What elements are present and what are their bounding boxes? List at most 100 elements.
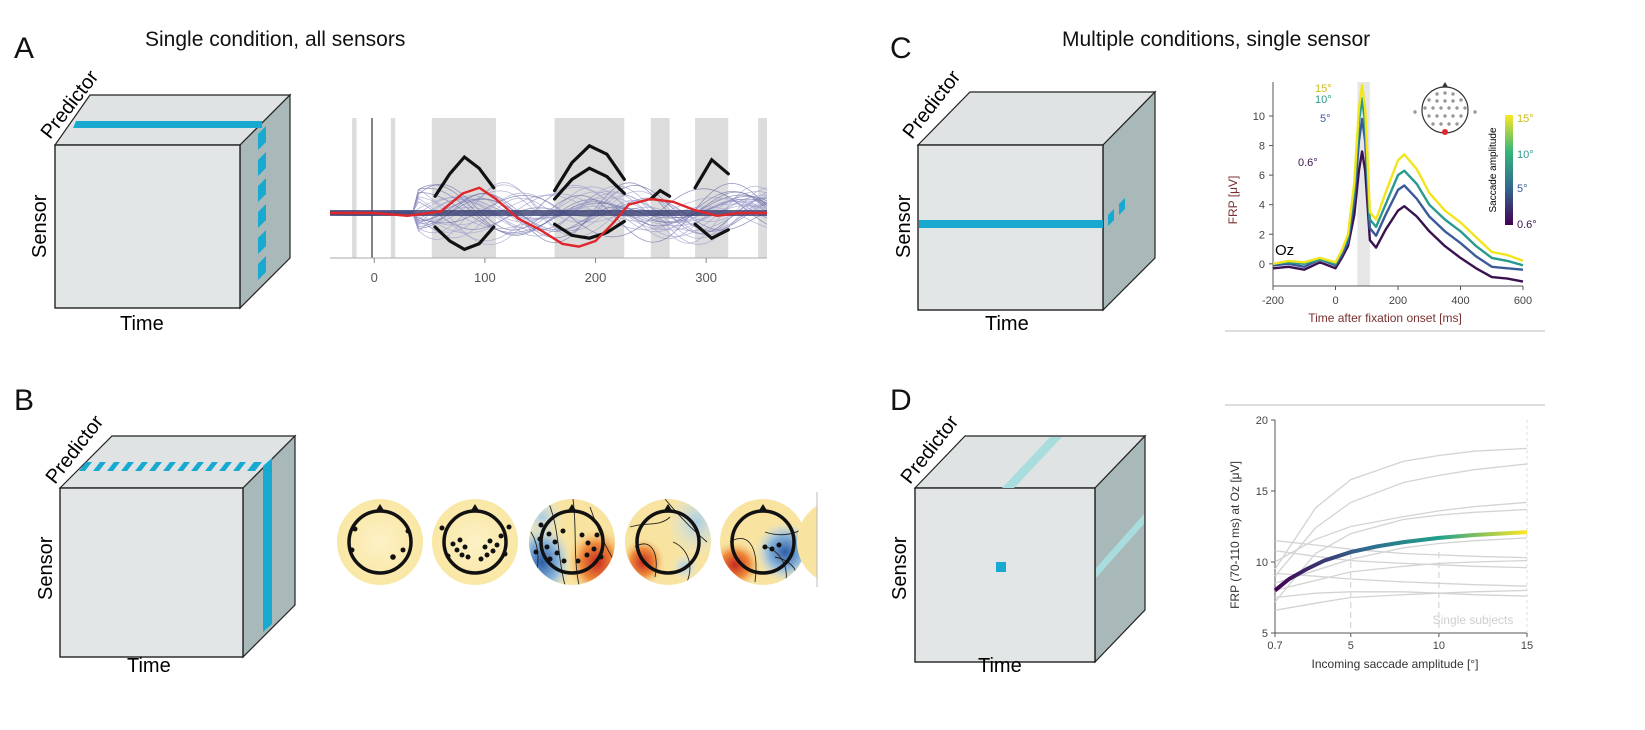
butterfly-plot: 0 100 200 300 [330,118,768,285]
sensor-faint-band [1096,514,1144,578]
cube-b: Predictor Sensor Time [35,411,297,677]
topoplot-3 [529,499,615,585]
predictor-highlight-bar [73,121,262,128]
condition-stripe [1108,198,1125,226]
panel-letter-a: A [14,32,35,65]
cube-front-face [59,487,244,658]
single-subject-line [1274,559,1528,592]
single-cell-highlight [996,562,1006,572]
sensor-highlight-bar [919,220,1103,228]
colorbar [1505,115,1513,225]
frp-plot: -200 0 200 400 600 0 2 4 6 8 10 Oz Saccade amplitu… [1225,82,1545,332]
x-axis-label: Time after fixation onset [ms] [1308,311,1462,325]
y-axis-label: FRP (70-110 ms) at Oz [μV] [1228,461,1242,609]
y-tick-label: 4 [1259,200,1265,212]
single-subject-line [1274,589,1528,611]
x-tick-label: 5 [1348,640,1354,652]
x-tick-label: -200 [1262,295,1284,307]
frp-series-line [1272,117,1524,271]
cube-sensor-label: Sensor [893,194,915,258]
cube-time-label: Time [978,655,1022,677]
head-inset-icon [1413,82,1477,135]
panel-a-heading: Single condition, all sensors [145,28,406,51]
significance-window [352,118,357,258]
colorbar-tick: 0.6° [1517,219,1537,231]
cube-time-label: Time [127,655,171,677]
colorbar-title: Saccade amplitude [1488,127,1499,212]
series-label: 0.6° [1298,157,1318,169]
y-tick-label: 5 [1262,628,1268,640]
average-line [1273,530,1528,592]
frp-series-line [1272,97,1524,267]
single-subject-line [1274,501,1528,563]
significant-sensor-trace [693,157,730,190]
single-subject-line [1274,591,1528,599]
single-subjects-annotation: Single subjects [1433,613,1514,627]
y-tick-label: 10 [1253,111,1265,123]
x-tick-label: 200 [1389,295,1407,307]
x-tick-label: 0.7 [1267,640,1282,652]
cube-sensor-label: Sensor [29,194,51,258]
x-tick-label: 15 [1521,640,1533,652]
x-tick-label: 0 [371,270,378,285]
topoplot-6 [797,503,820,581]
x-tick-label: 10 [1433,640,1445,652]
series-label: 10° [1315,94,1332,106]
x-tick-label: 600 [1514,295,1532,307]
topoplot-4 [625,499,711,585]
colorbar-tick: 10° [1517,149,1534,161]
x-tick-label: 100 [474,270,496,285]
significant-sensor-trace [433,154,496,198]
topoplot-2 [432,499,518,585]
y-tick-label: 20 [1256,415,1268,427]
cube-c: Predictor Sensor Time [893,66,1157,335]
single-subject-line [1274,447,1528,570]
y-tick-label: 2 [1259,229,1265,241]
cube-time-label: Time [120,313,164,335]
y-tick-label: 0 [1259,259,1265,271]
global-mean-line [330,186,767,248]
cube-a: Predictor Sensor Time [29,66,292,335]
cube-d: Predictor Sensor Time [889,411,1147,677]
sensor-label: Oz [1275,242,1294,259]
y-tick-label: 8 [1259,141,1265,153]
y-tick-label: 6 [1259,170,1265,182]
panel-letter-d: D [890,384,912,417]
cube-front-face [914,487,1096,663]
predictor-faint-band [1002,437,1062,488]
significant-sensor-trace [553,219,626,240]
significant-sensor-trace [553,143,626,193]
significant-sensor-trace [649,188,672,201]
single-subject-line [1274,549,1528,569]
panel-c-heading: Multiple conditions, single sensor [1062,28,1371,51]
cube-time-label: Time [985,313,1029,335]
topoplot-1 [337,499,423,585]
single-subject-line [1274,540,1528,559]
frp-series-line [1272,83,1524,265]
frp-series-line [1272,150,1524,283]
y-axis-label: FRP [μV] [1226,176,1240,225]
x-tick-label: 0 [1332,295,1338,307]
colorbar-tick: 5° [1517,183,1528,195]
significant-sensor-trace [553,166,626,201]
series-label: 5° [1320,113,1331,125]
significant-sensor-trace [433,225,496,252]
x-tick-label: 300 [695,270,717,285]
single-subject-line [1274,537,1528,584]
cube-sensor-label: Sensor [889,536,911,600]
sensor-striped-bar [258,126,266,280]
cube-front-face [54,144,241,309]
x-axis-label: Incoming saccade amplitude [°] [1312,657,1479,671]
panel-letter-c: C [890,32,912,65]
x-tick-label: 200 [585,270,607,285]
trace-bundle [330,210,767,216]
x-tick-label: 400 [1451,295,1469,307]
topoplot-series [337,487,820,602]
single-subject-line [1274,508,1528,603]
y-tick-label: 15 [1256,486,1268,498]
predictor-striped-bar [79,462,262,471]
significant-sensor-trace [693,222,730,241]
sensor-highlight-bar [263,458,272,632]
single-subject-line [1274,572,1528,587]
